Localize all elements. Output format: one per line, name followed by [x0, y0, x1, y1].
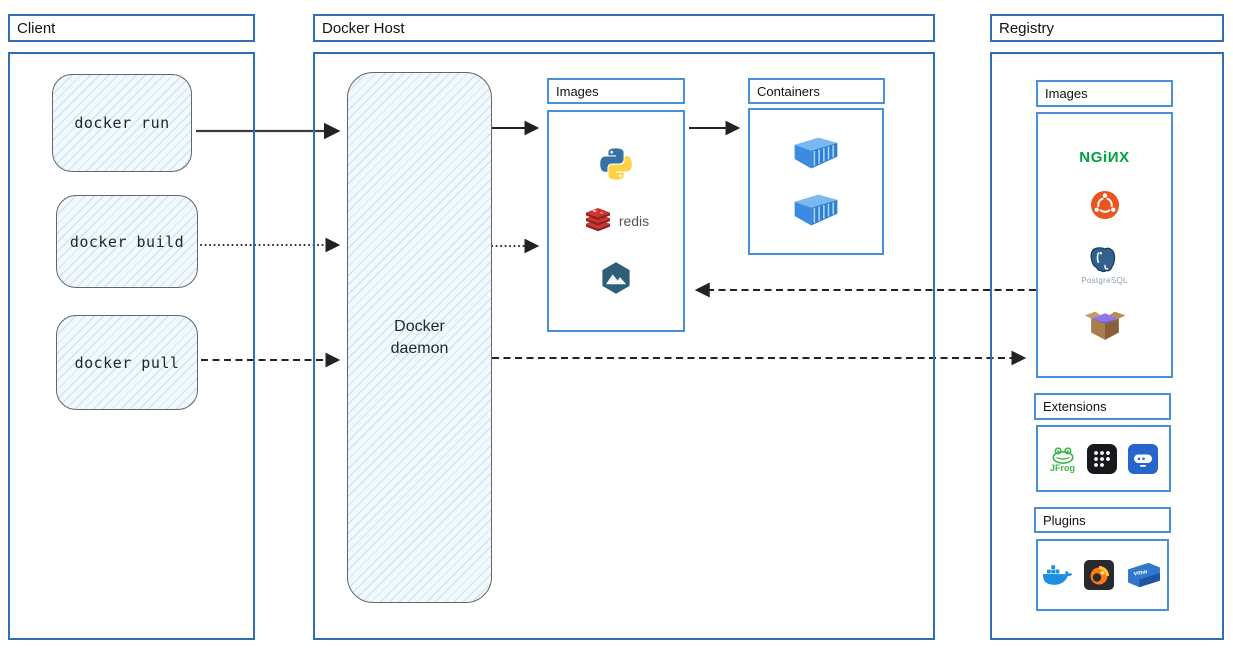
containers-title: Containers: [757, 83, 820, 99]
registry-images-box: NGiИX PostgreSQL: [1036, 112, 1173, 378]
jfrog-icon: [1051, 446, 1074, 464]
redis-icon: [585, 208, 610, 232]
ubuntu-icon: [1090, 191, 1119, 220]
vmware-label: vmw: [1133, 568, 1148, 577]
docker-run-label: docker run: [74, 114, 170, 132]
docker-build-label: docker build: [69, 232, 185, 251]
docker-host-box: [313, 52, 935, 640]
extensions-title-bar: Extensions: [1034, 393, 1171, 420]
client-box: [8, 52, 255, 640]
registry-images-title-bar: Images: [1036, 80, 1173, 107]
alpine-icon: [602, 262, 630, 294]
host-images-box: redis: [547, 110, 685, 332]
plugins-title-bar: Plugins: [1034, 507, 1171, 533]
redis-item: redis: [583, 208, 649, 234]
grafana-icon: [1083, 560, 1114, 590]
redis-label: redis: [618, 213, 650, 229]
client-title-bar: Client: [8, 14, 255, 42]
container-icon: [794, 137, 838, 169]
docker-host-title-bar: Docker Host: [313, 14, 935, 42]
client-title: Client: [17, 19, 56, 37]
plugins-box: vmw: [1036, 539, 1169, 611]
docker-whale-icon: [1042, 565, 1072, 585]
registry-images-title: Images: [1045, 86, 1088, 101]
open-box-icon: [1084, 312, 1125, 341]
docker-daemon-label: Docker daemon: [390, 317, 449, 357]
docker-daemon-box: Docker daemon: [347, 72, 492, 603]
jfrog-label: JFrog: [1049, 462, 1075, 473]
host-images-title: Images: [556, 83, 599, 99]
docker-host-title: Docker Host: [322, 19, 405, 37]
containers-title-bar: Containers: [748, 78, 885, 104]
postgresql-label: PostgreSQL: [1081, 275, 1128, 285]
registry-title: Registry: [999, 19, 1055, 37]
dots-grid-icon: [1086, 443, 1117, 474]
docker-build-box: docker build: [56, 195, 198, 288]
vmware-icon: vmw: [1127, 562, 1160, 588]
extensions-title: Extensions: [1043, 399, 1107, 414]
registry-box: [990, 52, 1224, 640]
python-icon: [600, 148, 632, 180]
host-images-title-bar: Images: [547, 78, 685, 104]
extensions-box: JFrog: [1036, 425, 1171, 492]
jfrog-item: JFrog: [1050, 445, 1076, 473]
container-icon: [794, 194, 838, 226]
disk-drive-icon: [1127, 443, 1158, 474]
postgresql-item: PostgreSQL: [1081, 245, 1128, 285]
nginx-wordmark: NGiИX: [1079, 148, 1130, 166]
plugins-title: Plugins: [1043, 512, 1086, 528]
docker-run-box: docker run: [52, 74, 192, 172]
postgresql-icon: [1091, 247, 1116, 272]
docker-pull-box: docker pull: [56, 315, 198, 410]
docker-pull-label: docker pull: [74, 353, 180, 372]
registry-title-bar: Registry: [990, 14, 1224, 42]
containers-box: [748, 108, 884, 255]
